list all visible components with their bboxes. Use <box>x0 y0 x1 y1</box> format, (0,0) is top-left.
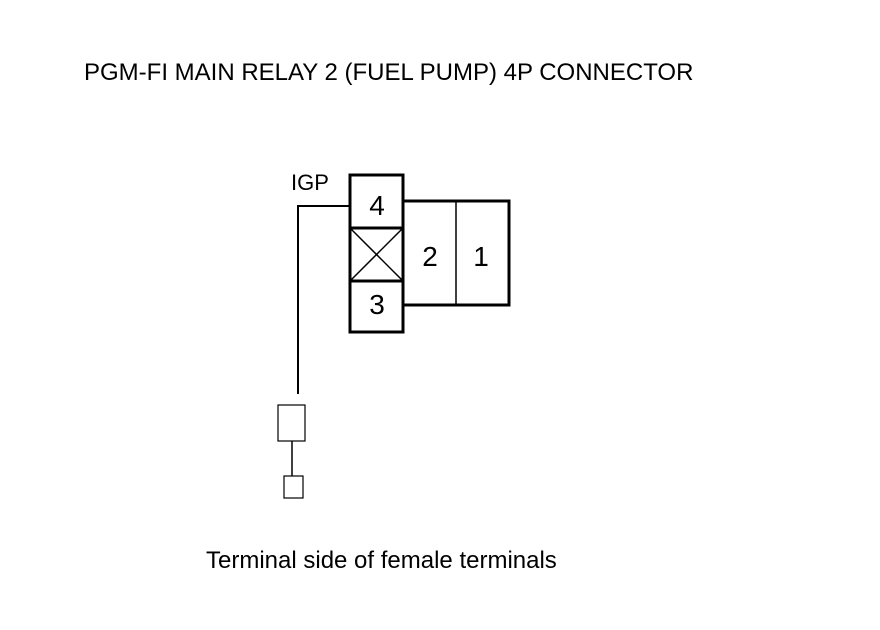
diagram-caption: Terminal side of female terminals <box>206 547 557 574</box>
diagram-title: PGM-FI MAIN RELAY 2 (FUEL PUMP) 4P CONNE… <box>84 59 693 86</box>
connector: 4 3 2 1 <box>348 173 511 334</box>
wire-path <box>297 205 350 394</box>
pin-1-label: 1 <box>473 241 489 272</box>
pin-2-label: 2 <box>422 241 438 272</box>
igp-wire: IGP <box>291 170 350 394</box>
test-probe <box>277 404 306 499</box>
probe-body <box>277 404 306 442</box>
wire-label-igp: IGP <box>291 170 329 195</box>
blocked-cavity-cross-b <box>349 227 404 282</box>
pin-4-label: 4 <box>369 190 385 221</box>
pin-3-label: 3 <box>369 289 385 320</box>
blocked-cavity <box>349 227 404 282</box>
probe-tip <box>283 475 304 499</box>
